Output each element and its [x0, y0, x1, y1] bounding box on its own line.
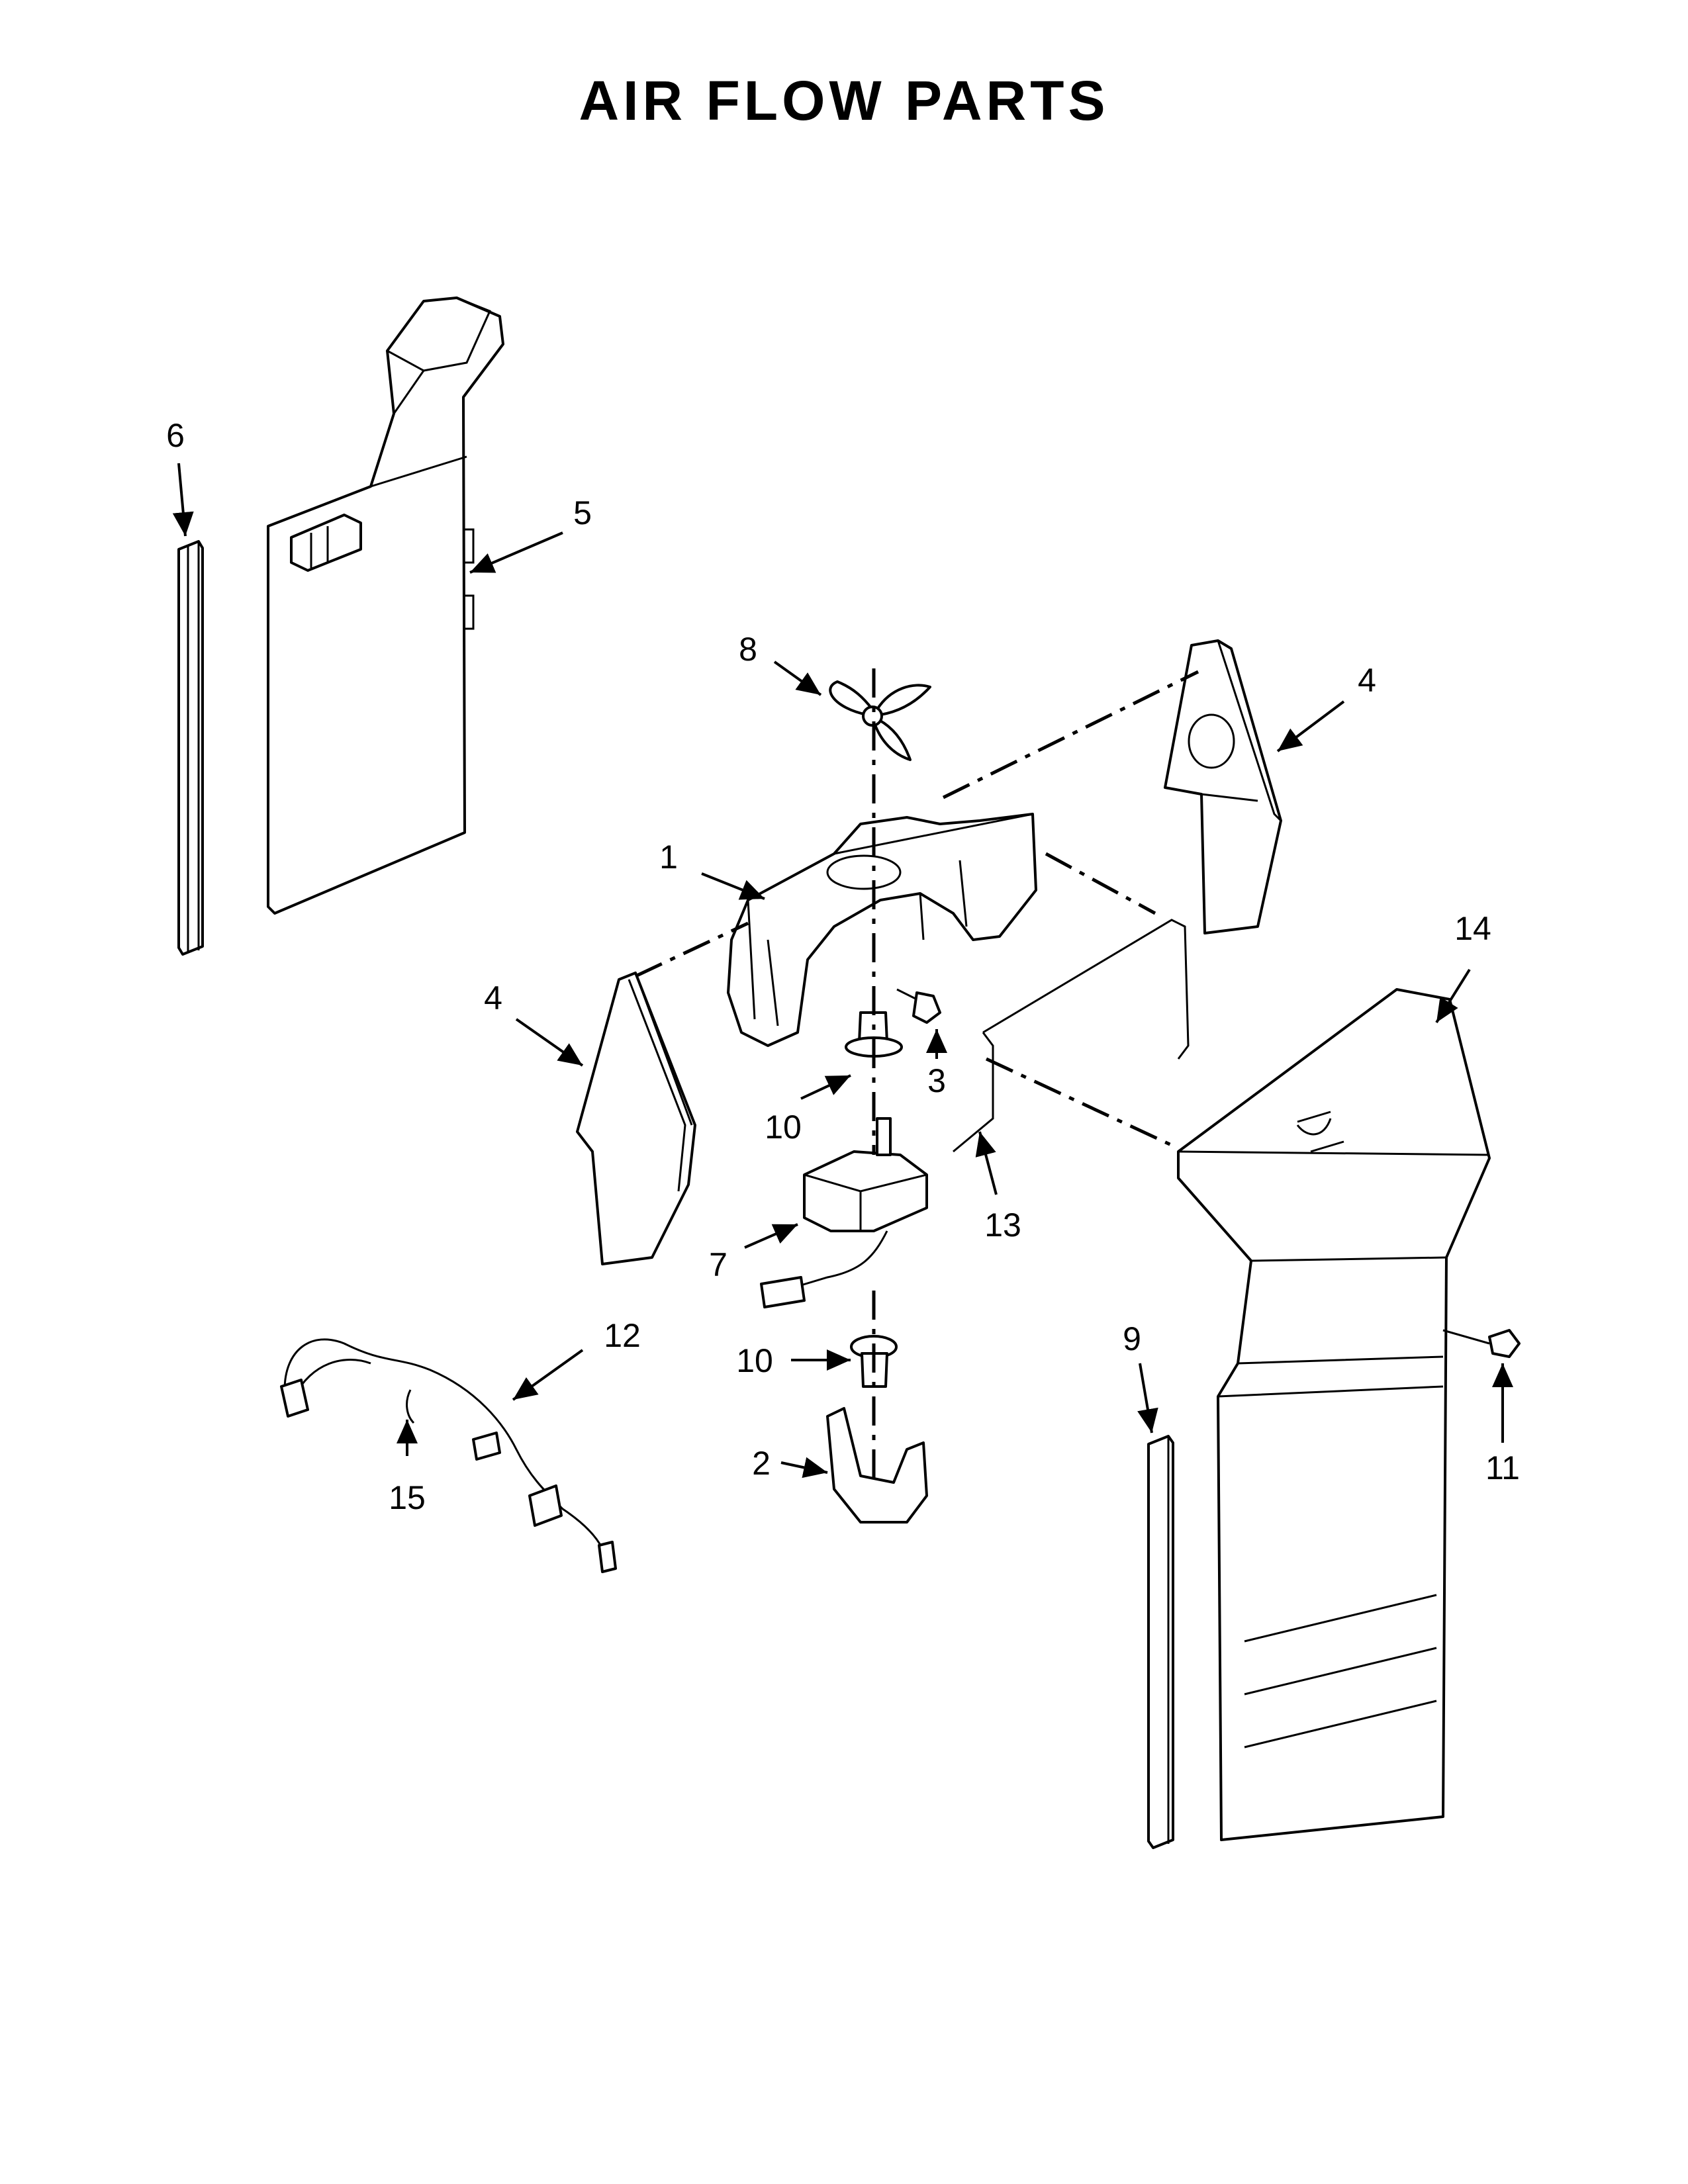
callout-12: 12 — [604, 1317, 641, 1354]
part-2-motor-bracket — [826, 1407, 928, 1524]
callout-13: 13 — [984, 1206, 1021, 1244]
callout-10-lower: 10 — [736, 1342, 773, 1379]
callout-15: 15 — [389, 1479, 426, 1516]
callout-10-upper: 10 — [765, 1109, 802, 1146]
part-12-wire-harness — [280, 1338, 617, 1573]
callout-5: 5 — [573, 494, 592, 531]
callout-3: 3 — [927, 1062, 946, 1099]
part-6-seal-strip — [177, 540, 204, 956]
part-3-screw — [896, 988, 941, 1024]
part-9-seal-strip — [1147, 1435, 1174, 1849]
part-4-right-baffle — [1164, 639, 1282, 934]
callout-4-right: 4 — [1358, 662, 1376, 699]
callout-9: 9 — [1123, 1320, 1141, 1357]
callout-14: 14 — [1454, 910, 1491, 947]
part-8-fan-blade — [829, 680, 931, 761]
part-1-fan-housing — [727, 813, 1037, 1047]
callout-4-left: 4 — [484, 979, 502, 1017]
part-14-rear-cover — [1177, 988, 1491, 1841]
alignment-lines — [634, 668, 1199, 1482]
part-4-left-baffle — [576, 972, 696, 1265]
part-5-air-duct — [267, 296, 504, 915]
callout-1: 1 — [659, 839, 678, 876]
leader-arrows — [172, 463, 1513, 1479]
part-11-screw — [1442, 1329, 1521, 1358]
part-13-wire-bracket — [953, 919, 1190, 1153]
part-7-fan-motor — [760, 1117, 928, 1308]
callout-8: 8 — [739, 631, 757, 668]
callout-11: 11 — [1485, 1449, 1520, 1486]
page-title: AIR FLOW PARTS — [579, 69, 1109, 132]
callout-2: 2 — [752, 1445, 771, 1482]
callout-6: 6 — [166, 417, 185, 454]
callout-7: 7 — [709, 1246, 727, 1283]
